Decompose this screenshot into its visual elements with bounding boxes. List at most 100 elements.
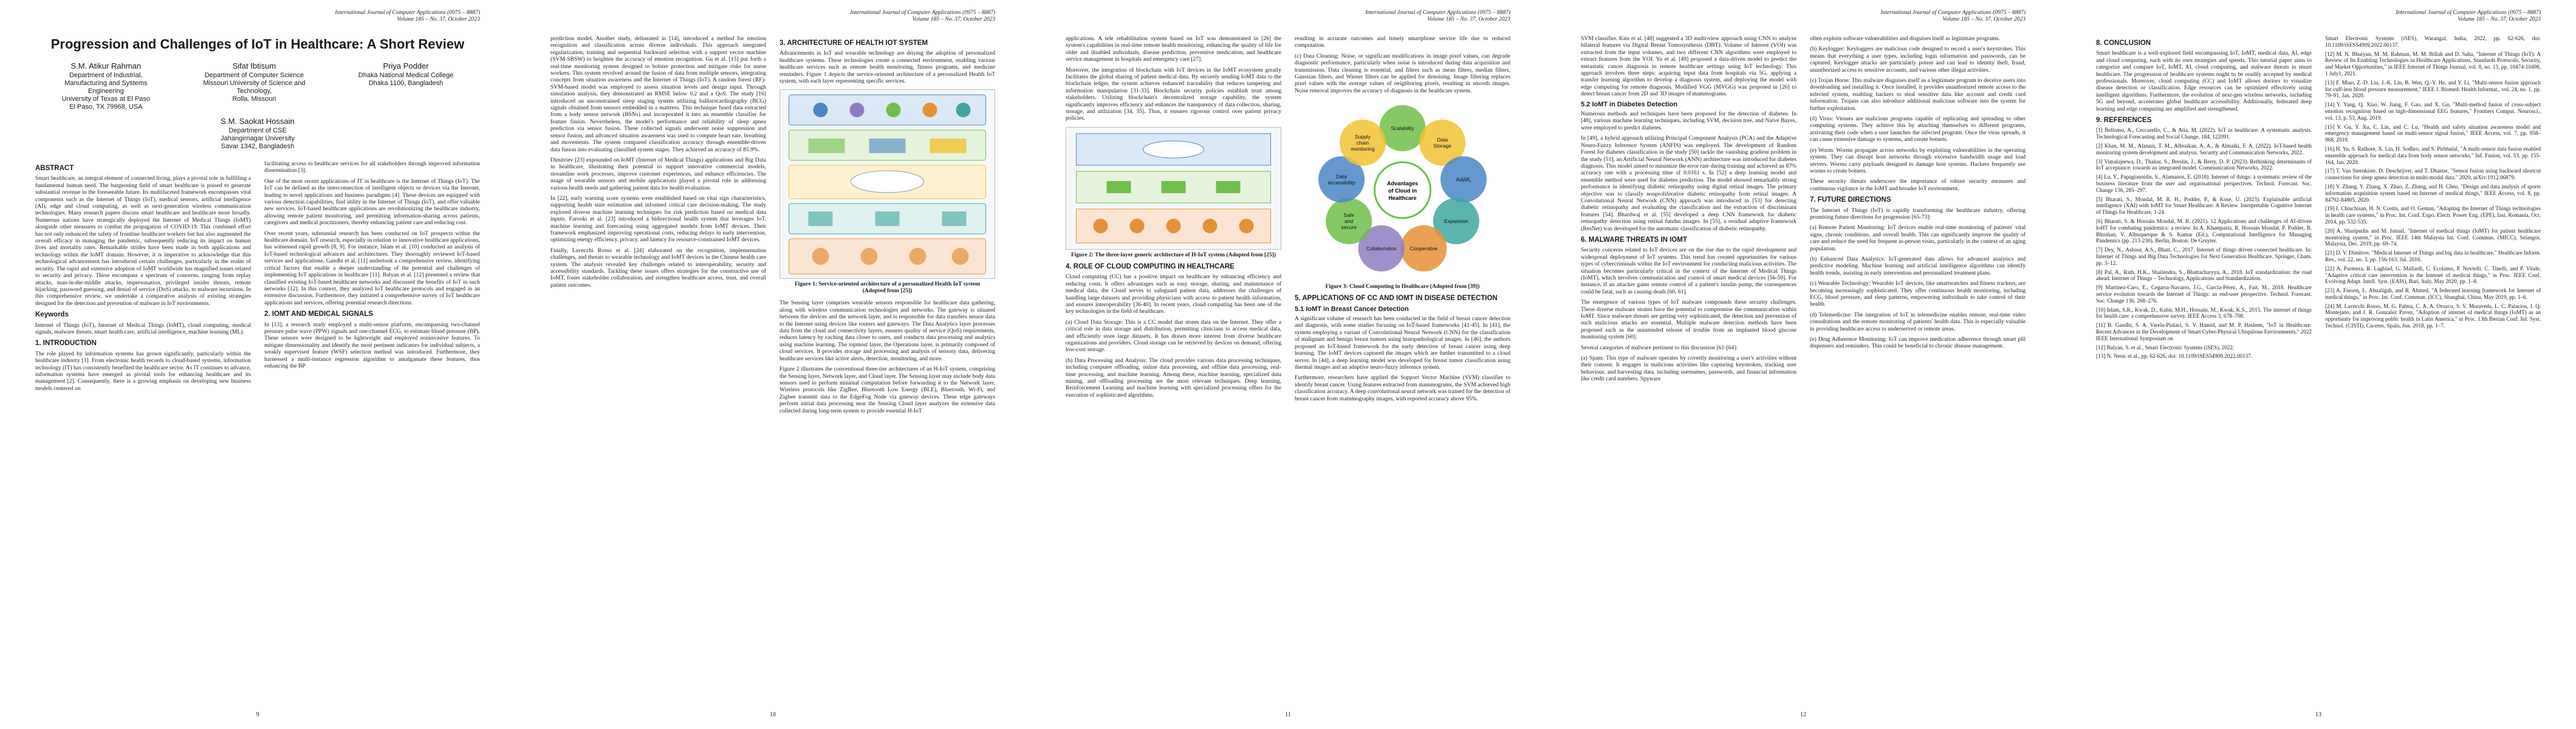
column-left: SVM classifier. Kim et al. [48] suggeste… [1581, 35, 1797, 386]
journal-volume: Volume 185 – No. 37, October 2023 [2458, 16, 2541, 22]
paragraph: Cloud computing (CC) has a positive impa… [1066, 273, 1281, 315]
journal-volume: Volume 185 – No. 37, October 2023 [1942, 16, 2026, 22]
reference-item: [9] Martinez-Caro, E., Cegarra-Navarro, … [2096, 284, 2312, 304]
reference-item: [2] Khan, M. M., Alanazi, T. M., Albraik… [2096, 143, 2312, 156]
paragraph: (c) Trojan Horse: This malware disguises… [1810, 77, 2026, 112]
paragraph: These security threats underscore the im… [1810, 178, 2026, 192]
page-number: 11 [1285, 711, 1291, 718]
diagram-icons [1093, 140, 1254, 233]
reference-item: [6] Bharati, S. & Hossain Mondal, M. R. … [2096, 218, 2312, 244]
author-affiliation: Rolla, Missouri [232, 95, 276, 103]
page-number: 12 [1800, 711, 1806, 718]
paragraph: (a) Spam: This type of malware operates … [1581, 355, 1797, 383]
reference-item: [18] Y. Zhang, Y. Zhang, X. Zhao, Z. Zha… [2325, 183, 2541, 203]
paragraph: Numerous methods and techniques have bee… [1581, 111, 1797, 131]
reference-item: [10] Islam, S.R., Kwak, D., Kabir, M.H.,… [2096, 306, 2312, 320]
figure-1: Figure 1: Service-oriented architecture … [779, 89, 995, 295]
section-heading: 6. MALWARE THREATS IN IOMT [1581, 236, 1687, 244]
paragraph: In [13], a research study employed a mul… [264, 321, 480, 369]
column-left: applications. A tele rehabilitation syst… [1066, 35, 1281, 406]
reference-item: [24] M. Lavecchi Rosso, M. G. Palma, C. … [2325, 303, 2541, 329]
reference-item: [17] T. Van Steenkiste, D. Deschrijver, … [2325, 168, 2541, 181]
paper-title: Progression and Challenges of IoT in Hea… [50, 36, 465, 52]
author-name: S.M. Atikur Rahman [70, 61, 142, 70]
author-affiliation: Savar 1342, Bangladesh [221, 143, 295, 150]
paragraph: (e) Worm: Worms propagate across network… [1810, 146, 2026, 174]
petal-label: Collaboration [1366, 245, 1397, 252]
reference-item: [13] N. Nesic et al., pp. 62-626, doi: 1… [2096, 353, 2253, 360]
center-label-1: Advantages [1387, 180, 1418, 187]
column-left: prediction model. Another study, delinea… [550, 35, 766, 418]
petal-circle [1326, 198, 1372, 245]
paragraph: (b) Data Processing and Analysis: The cl… [1066, 357, 1281, 399]
architecture-diagram [789, 94, 986, 275]
paragraph: One of the most recent applications of I… [264, 177, 480, 227]
petal-circle [1400, 225, 1447, 272]
author-affiliation: Department of Computer Science [204, 72, 304, 79]
reference-item: [1] Bellomo, A., Ceccarello, C., & Atia,… [2096, 127, 2312, 140]
petal-label: secure [1341, 224, 1357, 230]
paragraph: Dimitriev [23] expounded on IoMT (Intern… [550, 156, 766, 191]
running-head: International Journal of Computer Applic… [1066, 10, 1510, 23]
section-heading: 5. APPLICATIONS OF CC AND IOMT IN DISEAS… [1295, 295, 1498, 303]
paragraph: SVM classifier. Kim et al. [48] suggeste… [1581, 35, 1797, 98]
petal-label: Scalability [1391, 125, 1414, 131]
petal-circle [1339, 120, 1386, 166]
page-number: 9 [256, 711, 259, 718]
paragraph: Smart healthcare is a well-explored fiel… [2096, 50, 2312, 112]
two-column-body: applications. A tele rehabilitation syst… [1066, 35, 1510, 406]
section-heading: 7. FUTURE DIRECTIONS [1810, 196, 1891, 204]
author-affiliation: Engineering [87, 87, 124, 95]
author-affiliation: Dhaka National Medical College [358, 72, 454, 79]
section-heading: 3. ARCHITECTURE OF HEALTH IOT SYSTEM [779, 39, 928, 47]
author-name: Priya Podder [383, 61, 429, 70]
figure-caption: Figure 1: Service-oriented architecture … [794, 281, 981, 295]
keywords-text: Internet of Things (IoT), Internet of Me… [35, 321, 251, 335]
cloud-advantages-diagram: ScalabilityDataStorageAI&MLExpansionCoop… [1318, 105, 1487, 272]
reference-item: [21] D. V. Dimitrov, "Medical Internet o… [2325, 250, 2541, 262]
reference-item: [14] Y. Yang, Q. Xiao, W. Jiang, F. Gao,… [2325, 101, 2541, 121]
column-right: 3. ARCHITECTURE OF HEALTH IOT SYSTEM Adv… [779, 35, 995, 418]
reference-item: [5] Bharati, S., Mondal, M. R. H., Podde… [2096, 196, 2312, 216]
reference-item: [3] Vimalajeewa, D., Thakur, S., Breslin… [2096, 158, 2312, 171]
paragraph: (d) Telemedicine: The integration of IoT… [1810, 311, 2026, 332]
section-heading: 4. ROLE OF CLOUD COMPUTING IN HEALTHCARE [1066, 262, 1235, 270]
paragraph: (a) Cloud Data Storage: This is a CC mod… [1066, 318, 1281, 354]
section-heading: 8. CONCLUSION [2096, 39, 2151, 47]
author-affiliation: Missouri University of Science and [203, 80, 306, 87]
author-affiliation: University of Texas at El Paso [61, 95, 150, 103]
column-left: 8. CONCLUSION Smart healthcare is a well… [2096, 35, 2312, 362]
reference-item: [12] Balyan, S. et al., Smart Electronic… [2096, 344, 2235, 351]
page-2: International Journal of Computer Applic… [515, 0, 1030, 729]
figure-2: Figure 2: The three-layer generic archit… [1066, 126, 1281, 259]
petal-label: chain [1357, 140, 1369, 146]
reference-item: Smart Electronic Systems (iSES), Waranga… [2325, 35, 2541, 48]
journal-name: International Journal of Computer Applic… [850, 10, 995, 16]
figure-2-image [1066, 126, 1281, 250]
petal-circle [1433, 198, 1479, 245]
paragraph: (b) Enhanced Data Analytics: IoT-generat… [1810, 255, 2026, 276]
reference-item: [16] H. Yu, S. Rathore, X. Lin, H. Sodhr… [2325, 145, 2541, 165]
paragraph: The Internet of Things (IoT) is rapidly … [1810, 207, 2026, 221]
reference-item: [7] Dey, N., Ashour, A.S., Bhatt, C., 20… [2096, 247, 2312, 266]
reference-item: [22] A. Parmeza, R. Laghiad, G. Mallardi… [2325, 265, 2541, 285]
journal-name: International Journal of Computer Applic… [335, 10, 480, 16]
two-column-body: SVM classifier. Kim et al. [48] suggeste… [1581, 35, 2026, 386]
paragraph: In [22], early warning score systems wer… [550, 194, 766, 244]
paragraph: (e) Drug Adherence Monitoring: IoT can i… [1810, 336, 2026, 350]
page-3: International Journal of Computer Applic… [1030, 0, 1546, 729]
abstract-heading: ABSTRACT [35, 165, 74, 172]
reference-item: [13] F. Miao, Z.-D. Liu, J.-K. Liu, B. W… [2325, 79, 2541, 99]
paragraph: (a) Remote Patient Monitoring: IoT devic… [1810, 224, 2026, 252]
author-name: S.M. Saokat Hossain [221, 117, 295, 126]
layer-icons [808, 103, 971, 265]
author-affiliation: Manufacturing and Systems [64, 80, 148, 87]
journal-name: International Journal of Computer Applic… [1365, 10, 1510, 16]
petal-circle [1358, 225, 1405, 272]
paragraph: The role played by information systems h… [35, 350, 251, 392]
petal-label: AI&ML [1456, 177, 1471, 183]
section-heading: 2. IOMT AND MEDICAL SIGNALS [264, 310, 373, 318]
petal-group: ScalabilityDataStorageAI&MLExpansionCoop… [1318, 105, 1487, 272]
paragraph: Security concerns related to IoT devices… [1581, 247, 1797, 295]
